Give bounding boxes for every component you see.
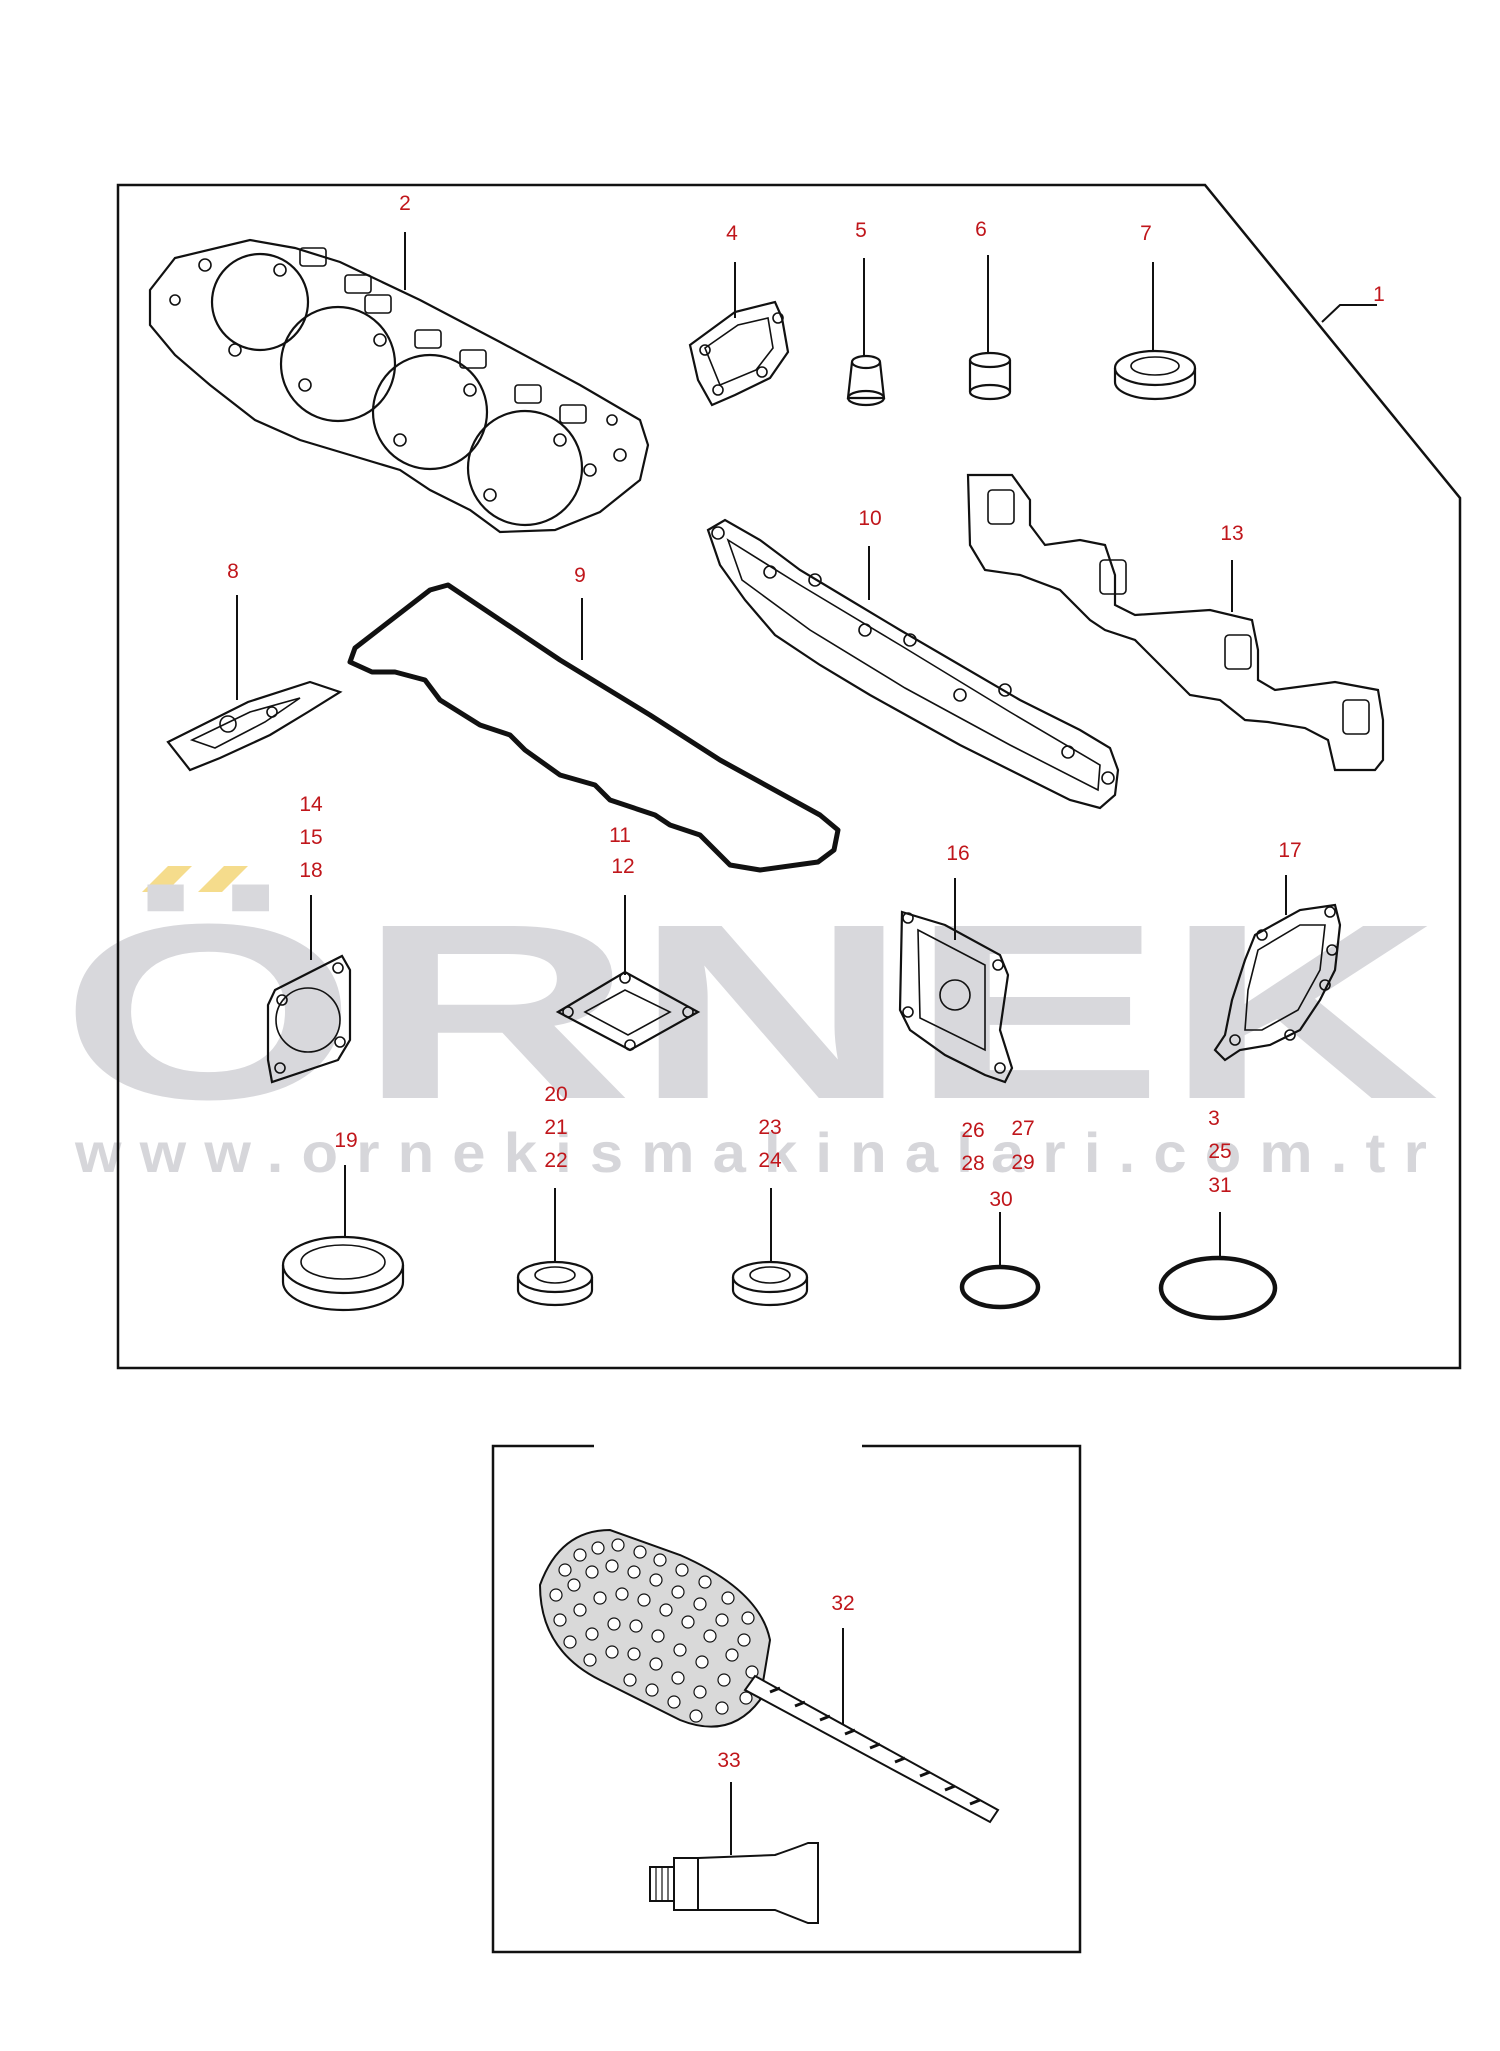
watermark-accent-right [198,866,248,892]
label-24: 24 [758,1149,782,1172]
label-19: 19 [334,1129,357,1152]
label-10: 10 [858,507,881,530]
label-18: 18 [299,859,322,882]
washer-icon-2 [731,1260,809,1307]
label-12: 12 [611,855,634,878]
watermark-accent-left [142,866,192,892]
label-17: 17 [1278,839,1301,862]
diamond-gasket-icon [555,970,701,1052]
cover-gasket-icon [688,300,790,407]
label-27: 27 [1011,1117,1034,1140]
label-32: 32 [831,1592,854,1615]
label-22: 22 [544,1149,567,1172]
washer-icon-1 [516,1260,594,1307]
watermark: ÖRNEK www.ornekismakinalari.com.tr [60,866,1445,1184]
label-30: 30 [989,1188,1012,1211]
valve-cover-gasket-icon [347,582,841,873]
manifold-gasket-icon [706,518,1120,810]
label-26: 26 [961,1119,984,1142]
exhaust-gasket-icon [966,473,1385,772]
watermark-brand: ÖRNEK [60,872,1440,1151]
label-11: 11 [609,824,631,847]
flange-gasket-icon [166,680,343,772]
label-15: 15 [299,826,322,849]
o-ring-icon-large [1158,1255,1278,1321]
label-13: 13 [1220,522,1243,545]
label-9: 9 [574,564,586,587]
label-21: 21 [544,1116,567,1139]
head-gasket-icon [148,238,650,534]
bushing-icon [968,351,1012,401]
tools-frame [491,1444,1082,1954]
brush-icon [538,1528,1000,1824]
valve-seal-icon [846,354,886,407]
label-1: 1 [1373,283,1385,306]
label-3: 3 [1208,1107,1220,1130]
label-8: 8 [227,560,239,583]
label-31: 31 [1208,1174,1231,1197]
label-7: 7 [1140,222,1152,245]
kit-callout-zigzag [1321,304,1377,323]
pump-gasket-icon [1213,903,1342,1062]
label-25: 25 [1208,1140,1231,1163]
label-20: 20 [544,1083,567,1106]
o-ring-icon-small [959,1264,1041,1310]
sealant-tube-icon [649,1842,819,1924]
large-seal-ring-icon [281,1235,405,1312]
label-29: 29 [1011,1151,1034,1174]
label-14: 14 [299,793,323,816]
label-6: 6 [975,218,987,241]
seal-ring-icon [1113,349,1197,401]
label-23: 23 [758,1116,781,1139]
label-5: 5 [855,219,867,242]
label-4: 4 [726,222,738,245]
label-33: 33 [717,1749,740,1772]
watermark-url: www.ornekismakinalari.com.tr [74,1121,1445,1184]
kit-frame [116,183,1462,1370]
label-16: 16 [946,842,969,865]
square-gasket-icon [266,954,352,1084]
cover-plate-gasket-icon [898,910,1014,1084]
label-2: 2 [399,192,411,215]
label-28: 28 [961,1152,984,1175]
